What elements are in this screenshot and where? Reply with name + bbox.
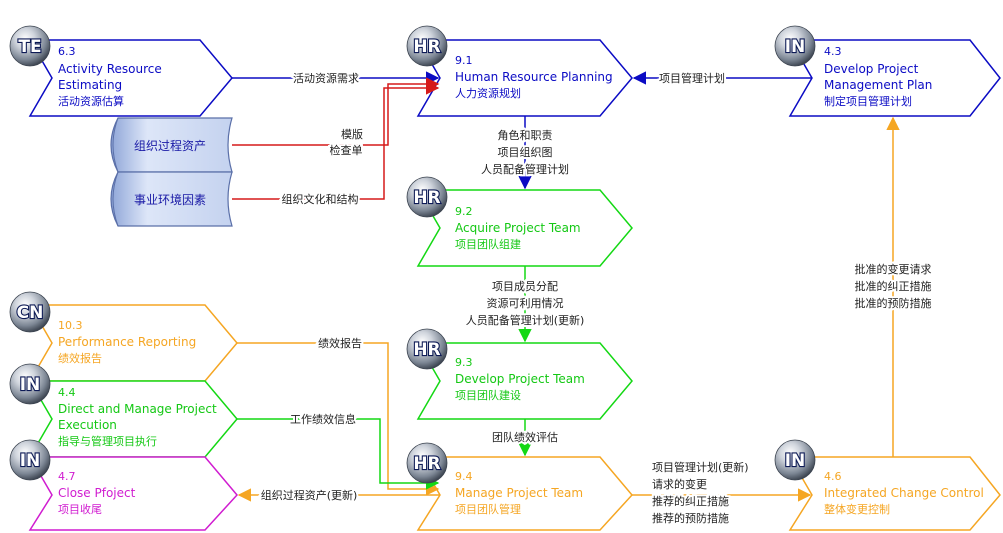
label-staffing-plan-updated: 人员配备管理计划(更新)	[466, 313, 585, 327]
process-shape-9-3	[416, 342, 633, 420]
label-org-chart: 项目组织图	[498, 145, 553, 159]
process-cn-4-7: 项目收尾	[58, 502, 102, 516]
process-en1-9-3: Develop Project Team	[455, 372, 585, 386]
label-activity-resource-req: 活动资源需求	[293, 71, 359, 85]
label-output-3: 推荐的纠正措施	[652, 494, 729, 508]
label-checklist: 检查单	[330, 143, 363, 157]
process-shape-9-1	[416, 39, 633, 117]
svg-text:TE: TE	[18, 37, 41, 57]
badge-hr-9-1: HR	[406, 25, 448, 67]
label-pm-plan: 项目管理计划	[659, 71, 725, 85]
process-en2-4-4: Execution	[58, 418, 117, 432]
process-en1-4-4: Direct and Manage Project	[58, 402, 217, 416]
label-work-perf-info: 工作绩效信息	[290, 412, 356, 426]
process-id-6-3: 6.3	[58, 45, 76, 58]
process-id-4-6: 4.6	[824, 470, 842, 483]
flow-line-perf-report	[237, 342, 440, 496]
asset-scroll-eef	[110, 171, 233, 227]
process-id-9-4: 9.4	[455, 470, 473, 483]
svg-text:IN: IN	[20, 451, 41, 471]
badge-hr-9-3: HR	[406, 328, 448, 370]
label-staffing-plan: 人员配备管理计划	[481, 162, 569, 176]
process-cn-4-6: 整体变更控制	[824, 502, 890, 516]
svg-text:HR: HR	[413, 37, 440, 57]
process-en2-6-3: Estimating	[58, 78, 122, 92]
process-id-9-1: 9.1	[455, 54, 473, 67]
svg-text:IN: IN	[785, 37, 806, 57]
process-shape-6-3	[28, 39, 233, 117]
process-en1-10-3: Performance Reporting	[58, 335, 196, 349]
process-cn-4-3: 制定项目管理计划	[824, 94, 912, 108]
label-output-2: 请求的变更	[652, 477, 707, 491]
process-id-4-4: 4.4	[58, 386, 76, 399]
label-template: 模版	[341, 127, 363, 141]
label-approved-1: 批准的变更请求	[855, 262, 932, 276]
badge-in-4-3: IN	[774, 25, 816, 67]
badge-in-4-7: IN	[9, 439, 51, 481]
label-output-4: 推荐的预防措施	[652, 511, 729, 525]
process-en1-4-6: Integrated Change Control	[824, 486, 984, 500]
flow-line-eef	[232, 81, 440, 200]
svg-text:CN: CN	[17, 303, 44, 323]
process-cn-4-4: 指导与管理项目执行	[58, 434, 157, 448]
flow-line-opa	[232, 77, 440, 146]
process-shape-4-7	[28, 456, 238, 531]
badge-cn-10-3: CN	[9, 291, 51, 333]
label-team-eval: 团队绩效评估	[492, 430, 558, 444]
label-approved-3: 批准的预防措施	[855, 296, 932, 310]
svg-text:HR: HR	[413, 454, 440, 474]
process-en1-9-4: Manage Project Team	[455, 486, 583, 500]
asset-label-opa: 组织过程资产	[134, 138, 206, 153]
process-shape-4-6	[788, 456, 1001, 531]
label-approved-2: 批准的纠正措施	[855, 279, 932, 293]
svg-text:HR: HR	[413, 340, 440, 360]
process-cn-9-2: 项目团队组建	[455, 237, 521, 251]
label-org-culture: 组织文化和结构	[282, 192, 359, 206]
process-cn-9-1: 人力资源规划	[455, 86, 521, 100]
process-id-4-7: 4.7	[58, 470, 76, 483]
flow-line-work-perf-info	[237, 418, 440, 490]
process-id-10-3: 10.3	[58, 319, 83, 332]
process-cn-9-3: 项目团队建设	[455, 388, 521, 402]
badge-hr-9-4: HR	[406, 442, 448, 484]
svg-text:IN: IN	[20, 375, 41, 395]
badge-hr-9-2: HR	[406, 176, 448, 218]
process-cn-10-3: 绩效报告	[58, 351, 102, 365]
process-en1-4-7: Close Pfoject	[58, 486, 136, 500]
label-output-1: 项目管理计划(更新)	[652, 460, 749, 474]
process-id-9-3: 9.3	[455, 356, 473, 369]
label-availability: 资源可利用情况	[487, 296, 564, 310]
process-id-9-2: 9.2	[455, 205, 473, 218]
label-perf-report: 绩效报告	[318, 336, 362, 350]
process-shape-9-2	[416, 189, 633, 267]
process-en1-9-1: Human Resource Planning	[455, 70, 613, 84]
process-id-4-3: 4.3	[824, 45, 842, 58]
badge-in-4-6: IN	[774, 439, 816, 481]
svg-text:IN: IN	[785, 451, 806, 471]
process-en1-9-2: Acquire Project Team	[455, 221, 581, 235]
badge-te-6-3: TE	[9, 25, 51, 67]
process-en1-4-3: Develop Project	[824, 62, 919, 76]
label-opa-updated: 组织过程资产(更新)	[261, 488, 358, 502]
svg-text:HR: HR	[413, 188, 440, 208]
process-cn-9-4: 项目团队管理	[455, 502, 521, 516]
badge-in-4-4: IN	[9, 363, 51, 405]
process-en1-6-3: Activity Resource	[58, 62, 162, 76]
label-roles: 角色和职责	[498, 128, 553, 142]
process-en2-4-3: Management Plan	[824, 78, 932, 92]
process-cn-6-3: 活动资源估算	[58, 94, 124, 108]
label-assignments: 项目成员分配	[492, 280, 558, 293]
asset-label-eef: 事业环境因素	[134, 192, 206, 207]
